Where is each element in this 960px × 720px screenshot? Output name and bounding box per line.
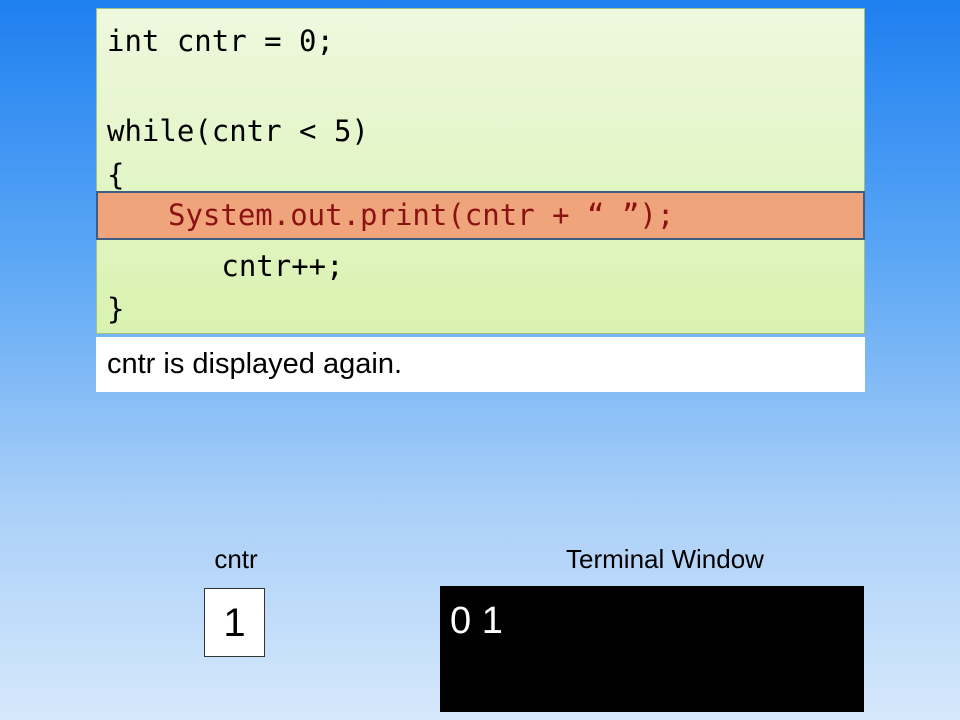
- terminal-output: 0 1: [450, 600, 503, 642]
- code-panel: int cntr = 0; while(cntr < 5) { cntr++; …: [96, 8, 865, 334]
- highlighted-code-line: System.out.print(cntr + “ ”);: [96, 191, 865, 240]
- code-line-while: while(cntr < 5): [107, 114, 369, 148]
- code-line-declaration: int cntr = 0;: [107, 24, 334, 58]
- code-line-close-brace: }: [107, 292, 125, 326]
- code-line-increment: cntr++;: [169, 249, 344, 283]
- variable-label: cntr: [214, 544, 258, 574]
- terminal-label: Terminal Window: [566, 544, 764, 574]
- explanation-box: cntr is displayed again.: [96, 337, 865, 392]
- code-line-open-brace: {: [107, 158, 125, 192]
- explanation-text: cntr is displayed again.: [107, 348, 402, 380]
- code-line-print: System.out.print(cntr + “ ”);: [168, 198, 675, 232]
- terminal-window: 0 1: [440, 586, 864, 712]
- variable-value-box: 1: [204, 588, 265, 657]
